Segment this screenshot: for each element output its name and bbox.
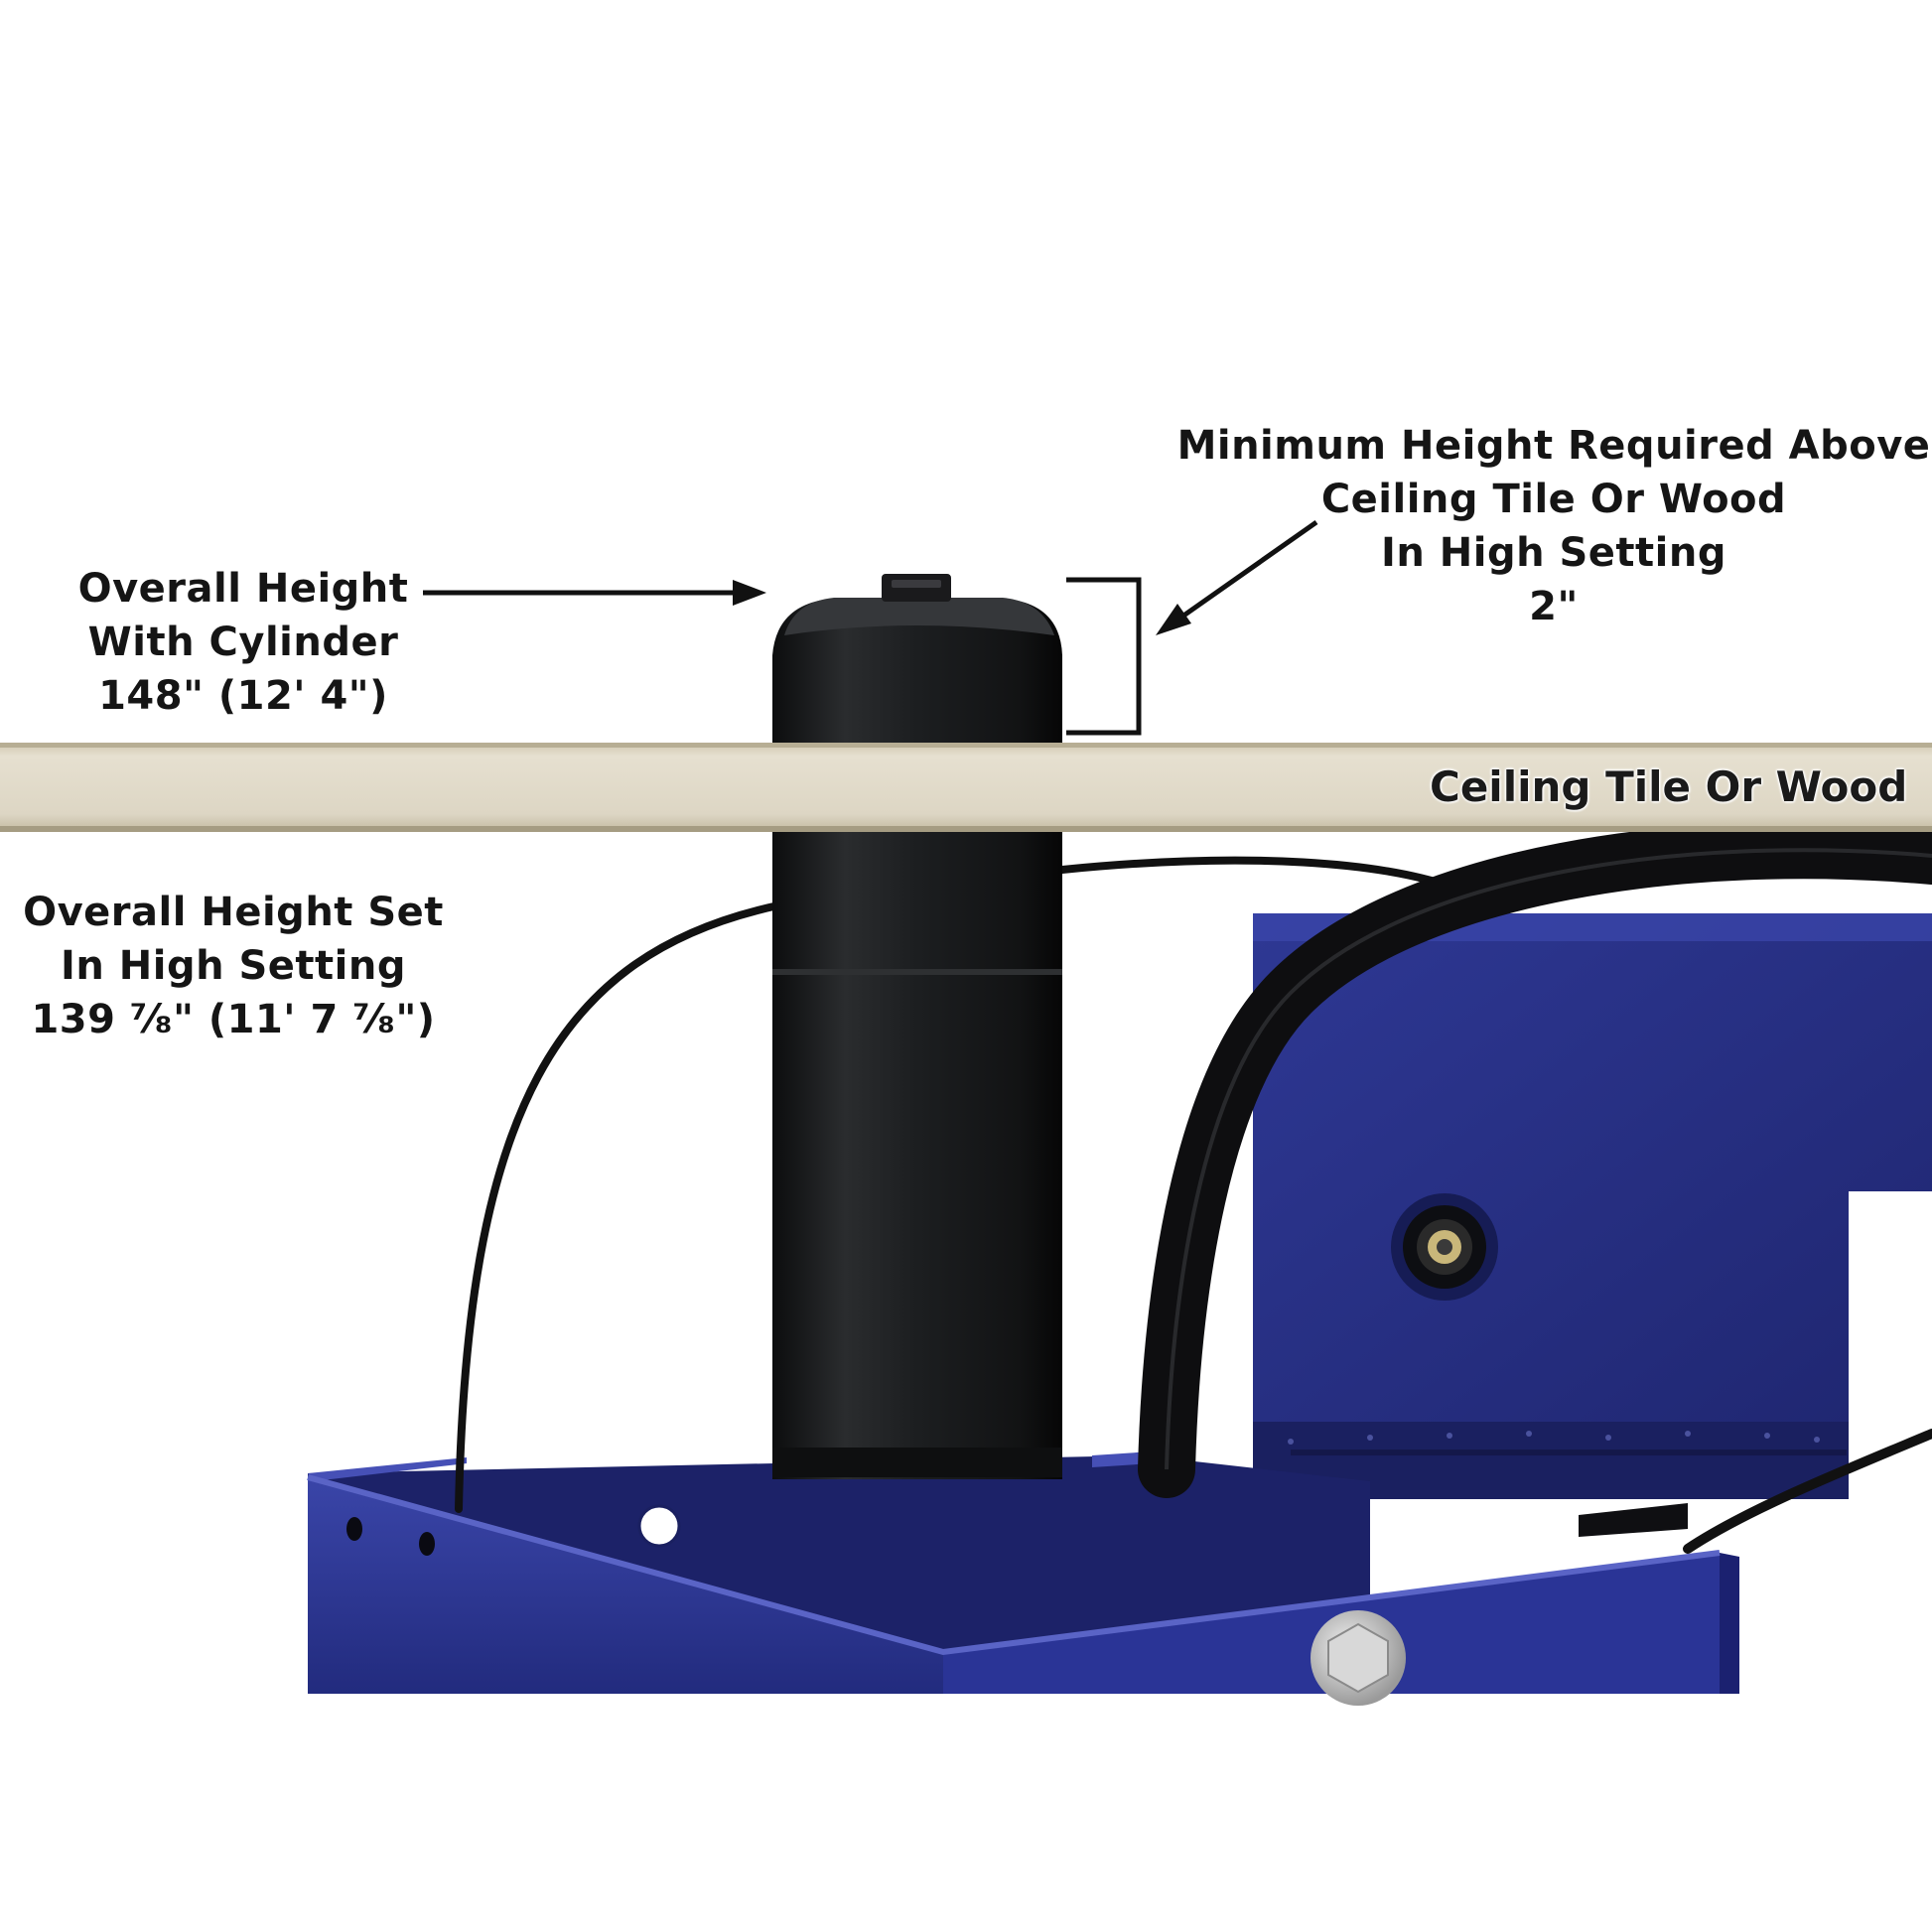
overall-cyl-line1: Overall Height: [77, 566, 409, 612]
hydraulic-cylinder-lower: [772, 824, 1062, 1479]
ceiling-board: [0, 743, 1932, 832]
post-base-tray: [307, 1451, 1739, 1694]
overall-height-high-setting-label: Overall Height Set In High Setting 139 ⁷…: [0, 886, 467, 1046]
min-height-line2: Ceiling Tile Or Wood: [1320, 477, 1787, 522]
arrow-down-left-icon: [1156, 519, 1318, 635]
overall-high-line1: Overall Height Set: [23, 890, 444, 935]
min-height-line4: 2": [1529, 584, 1579, 629]
overall-high-line2: In High Setting: [60, 943, 406, 989]
hydraulic-fitting: [1391, 1193, 1498, 1301]
overall-cyl-line3: 148" (12' 4"): [98, 673, 388, 719]
right-lower-cable: [1683, 1429, 1932, 1554]
overall-high-line3: 139 ⁷⁄₈" (11' 7 ⁷⁄₈"): [31, 997, 436, 1042]
hydraulic-cylinder-top: [772, 574, 1062, 755]
hex-bolt: [1311, 1610, 1406, 1706]
upper-bracket-box: [1253, 913, 1932, 1499]
ceiling-tile-label: Ceiling Tile Or Wood: [1430, 762, 1908, 811]
min-height-line3: In High Setting: [1380, 530, 1726, 576]
dimension-bracket: [1066, 577, 1142, 736]
minimum-height-label: Minimum Height Required Above Ceiling Ti…: [1176, 419, 1931, 633]
arrow-right-icon: [423, 580, 766, 606]
min-height-line1: Minimum Height Required Above: [1176, 423, 1931, 469]
overall-cyl-line2: With Cylinder: [87, 620, 399, 665]
left-cable: [455, 901, 782, 1513]
overall-height-with-cylinder-label: Overall Height With Cylinder 148" (12' 4…: [60, 562, 427, 723]
